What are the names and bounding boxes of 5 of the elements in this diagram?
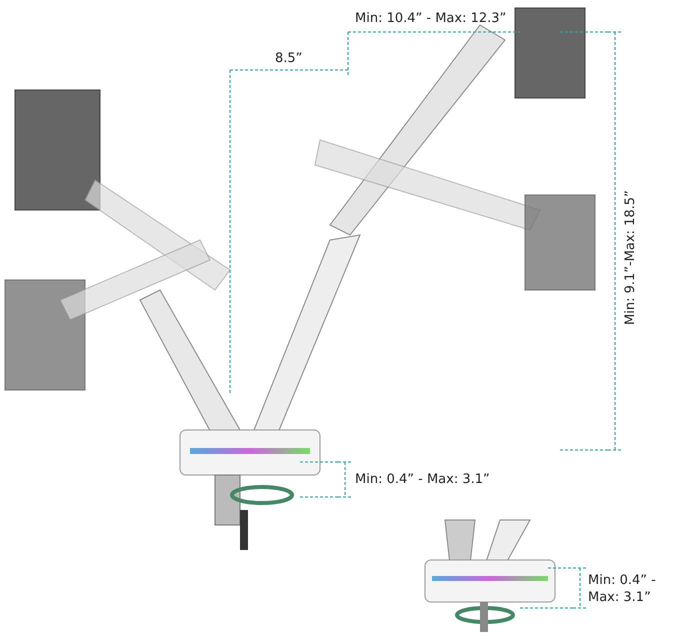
dimension-label: 8.5” bbox=[275, 50, 302, 67]
dimension-label: Min: 9.1”-Max: 18.5” bbox=[622, 190, 639, 325]
dimension-label: Min: 0.4” - Max: 3.1” bbox=[355, 471, 490, 488]
dimension-label: Min: 0.4” - Max: 3.1” bbox=[588, 572, 657, 606]
dimension-label: Min: 10.4” - Max: 12.3” bbox=[355, 10, 506, 27]
